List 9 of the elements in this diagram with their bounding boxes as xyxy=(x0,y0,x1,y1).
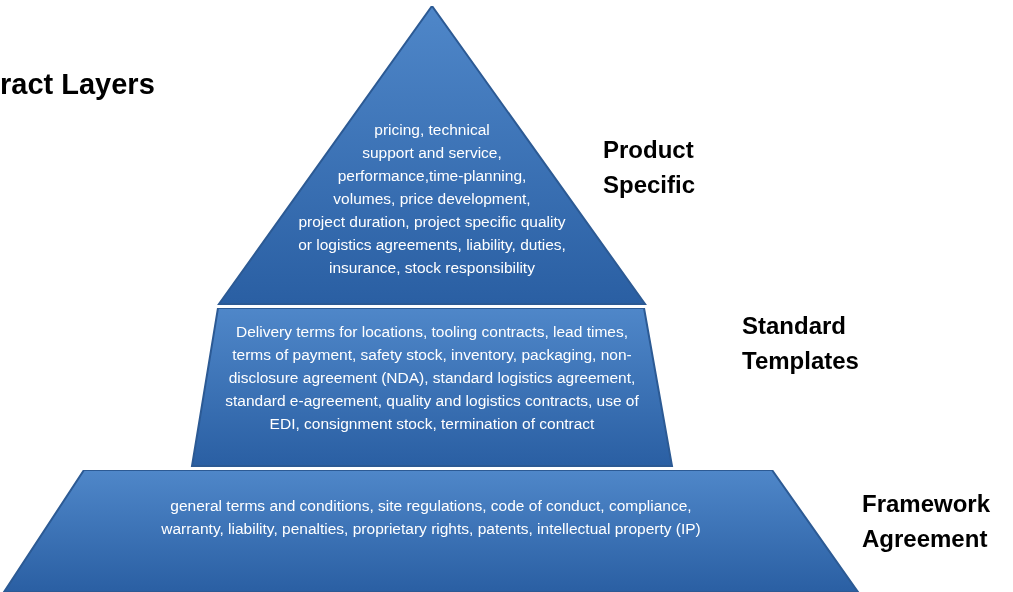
tier-label: Product Specific xyxy=(603,135,697,200)
tier-label: Standard Templates xyxy=(742,311,860,376)
tier-label: Framework Agreement xyxy=(862,489,992,554)
tier-text: general terms and conditions, site regulations, code of conduct, compliance, warranty, liability, penalties, proprietary rights, patents, intellectual property (IP) xyxy=(160,496,702,539)
diagram-title: ract Layers xyxy=(0,70,155,99)
pyramid-tier xyxy=(0,470,862,592)
pyramid-tier xyxy=(190,308,674,468)
tier-text: pricing, technical support and service, performance,time-planning, volumes, price development, project duration, project specific quality or logistics agreements, liability, duties, insurance, stock responsibility xyxy=(297,120,567,278)
tier-text: Delivery terms for locations, tooling contracts, lead times, terms of payment, safety stock, inventory, packaging, non-disclosure agreement (NDA), standard logistics agreement, standard e-agreement, quality and logistics contracts, use of EDI, consignment stock, termination of contract xyxy=(224,322,640,434)
